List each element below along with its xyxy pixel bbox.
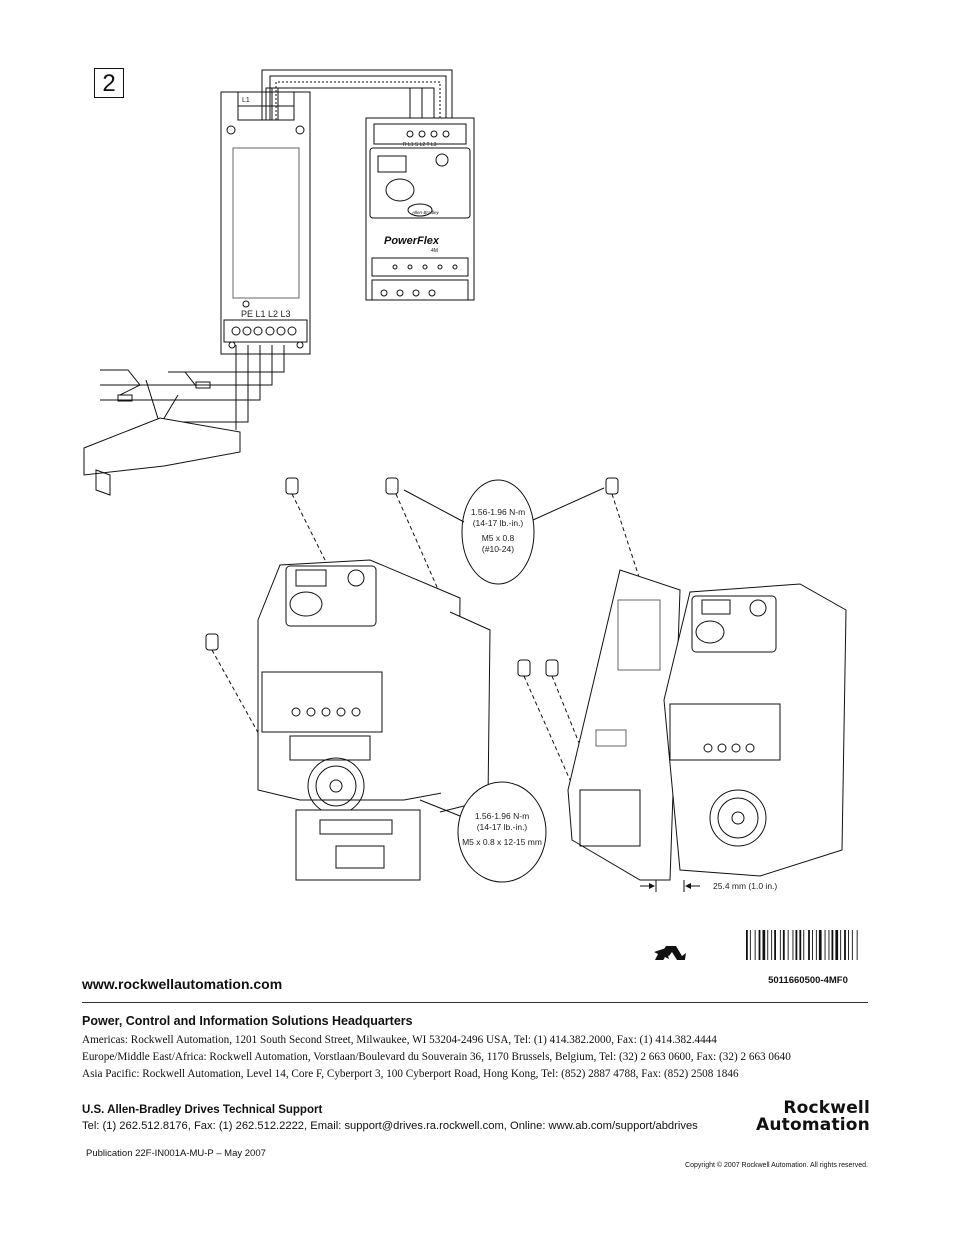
powerflex-drive [365, 117, 475, 301]
logo-line2: Automation [756, 1115, 870, 1135]
barcode-bar [762, 930, 766, 960]
filter-top-label: L1 [242, 97, 250, 104]
step-number: 2 [94, 68, 124, 98]
filter-terminal-label: PE L1 L2 L3 [241, 309, 291, 319]
barcode-bar [835, 930, 839, 960]
mounting-view-left [205, 477, 491, 881]
address-europe: Europe/Middle East/Africa: Rockwell Auto… [82, 1051, 791, 1063]
torque-bottom-line3: M5 x 0.8 x 12-15 mm [462, 837, 542, 847]
barcode-bar [828, 930, 830, 960]
barcode-bar [749, 930, 751, 960]
barcode-bar [792, 930, 794, 960]
torque-callout-bottom [419, 781, 547, 883]
barcode-bar [831, 930, 834, 960]
hq-title: Power, Control and Information Solutions… [82, 1014, 413, 1028]
drive-brand: PowerFlex [384, 235, 440, 247]
website-link[interactable]: www.rockwellautomation.com [82, 976, 283, 992]
barcode-bar [767, 930, 769, 960]
mounting-view-right [517, 477, 847, 892]
line-filter [220, 91, 311, 355]
torque-callout-top [403, 479, 605, 585]
barcode-bar [795, 930, 798, 960]
barcode-bar [754, 930, 756, 960]
publication-number: Publication 22F-IN001A-MU-P – May 2007 [86, 1148, 266, 1159]
barcode-number: 5011660500-4MF0 [768, 975, 848, 986]
clearance-label: 25.4 mm (1.0 in.) [713, 881, 777, 891]
barcode-bar [818, 930, 822, 960]
rockwell-logo: Rockwell Automation [738, 1100, 870, 1134]
barcode-bar [824, 930, 826, 960]
barcode-bar [771, 930, 773, 960]
barcode-bar [815, 930, 817, 960]
barcode-bar [774, 930, 776, 960]
torque-bottom-line2: (14-17 lb.-in.) [477, 822, 528, 832]
barcode-bar [840, 930, 842, 960]
barcode [746, 930, 858, 960]
logo-line1: Rockwell [783, 1098, 870, 1118]
barcode-bar [779, 930, 781, 960]
torque-top-line2: (14-17 lb.-in.) [473, 518, 524, 528]
barcode-bar [746, 930, 748, 960]
barcode-bar [803, 930, 805, 960]
torque-top-line3: M5 x 0.8 [482, 533, 515, 543]
barcode-bar [758, 930, 761, 960]
wiring-diagram: PE L1 L2 L3 L1 PowerFlex 4M [83, 69, 858, 960]
divider [82, 1002, 868, 1003]
copyright: Copyright © 2007 Rockwell Automation. Al… [685, 1162, 868, 1169]
barcode-bar [787, 930, 789, 960]
barcode-bar [782, 930, 785, 960]
barcode-bar [851, 930, 853, 960]
barcode-bar [812, 930, 813, 960]
supply-wiring [83, 345, 285, 496]
barcode-bar [848, 930, 849, 960]
shielded-cable [261, 69, 453, 128]
barcode-bar [844, 930, 846, 960]
keypad-brand: Allen-Bradley [411, 210, 440, 215]
barcode-bar [799, 930, 802, 960]
drive-terminal-label: R L1 S L2 T L3 [403, 142, 437, 148]
address-asia: Asia Pacific: Rockwell Automation, Level… [82, 1068, 739, 1080]
drive-model: 4M [431, 248, 438, 254]
torque-bottom-line1: 1.56-1.96 N-m [475, 811, 529, 821]
support-contact: Tel: (1) 262.512.8176, Fax: (1) 262.512.… [82, 1120, 698, 1132]
address-americas: Americas: Rockwell Automation, 1201 Sout… [82, 1034, 717, 1046]
barcode-bar [808, 930, 810, 960]
torque-top-line4: (#10-24) [482, 544, 514, 554]
recycle-icon [654, 946, 686, 960]
barcode-bar [856, 930, 858, 960]
torque-top-line1: 1.56-1.96 N-m [471, 507, 525, 517]
support-title: U.S. Allen-Bradley Drives Technical Supp… [82, 1104, 323, 1116]
